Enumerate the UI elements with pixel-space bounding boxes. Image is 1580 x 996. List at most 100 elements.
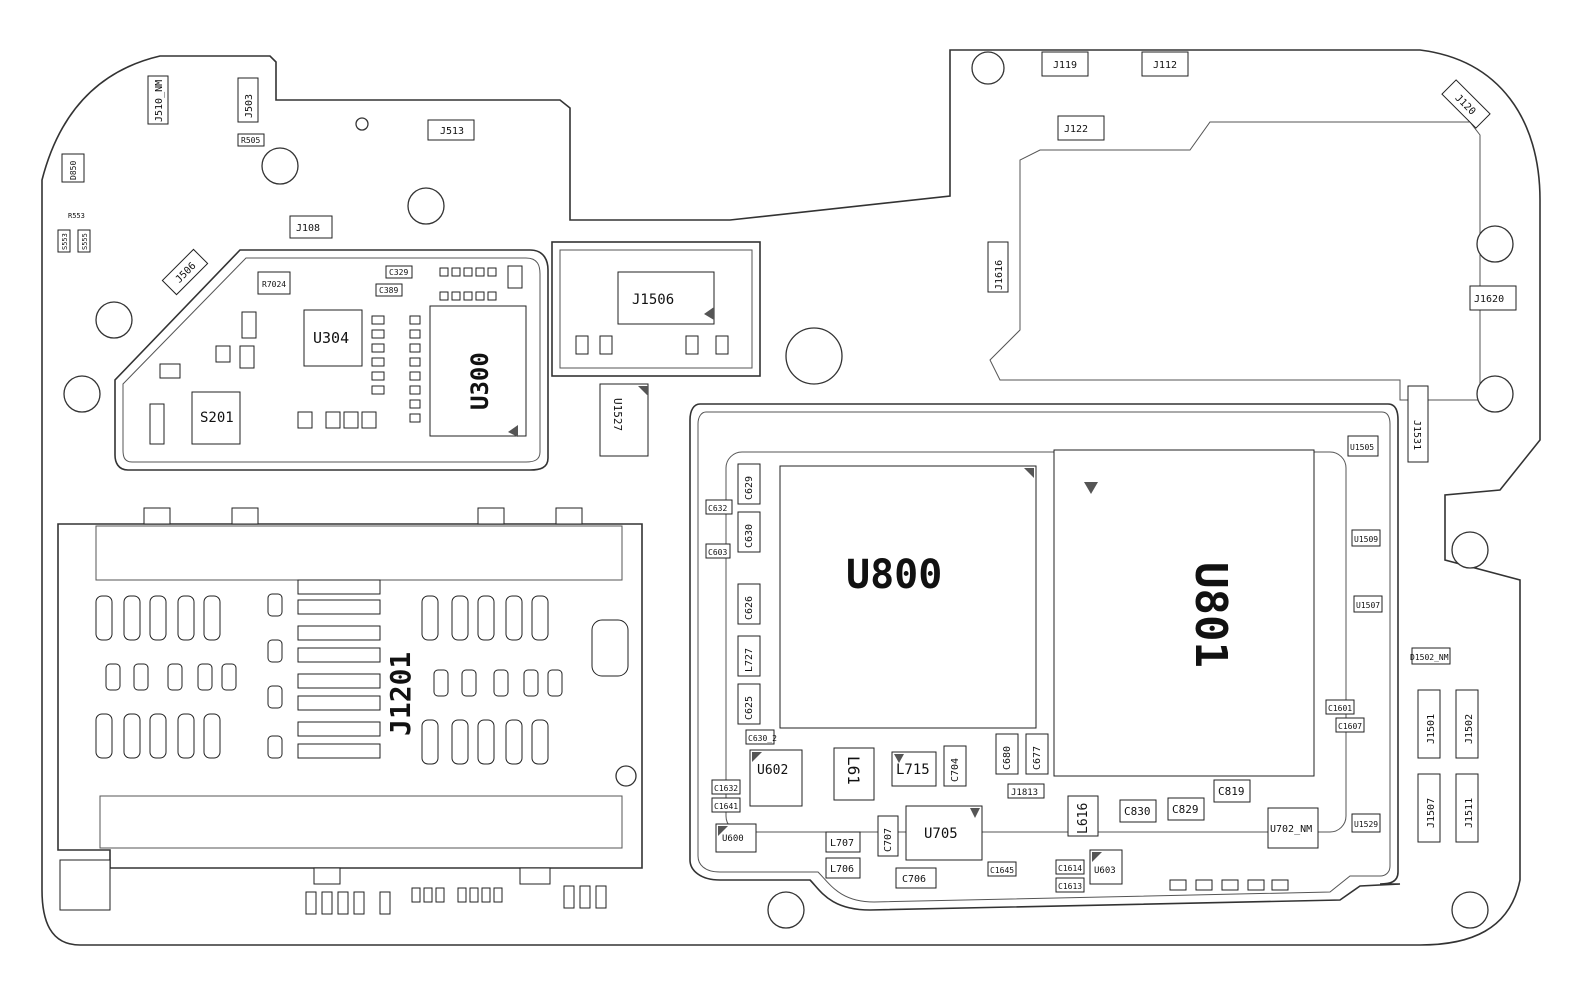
R7024-label: R7024: [262, 280, 286, 289]
J1506-label: J1506: [632, 292, 674, 308]
C329-pad: [385, 265, 413, 279]
J1502-pad: [1455, 689, 1479, 759]
J1511-label: J1511: [1464, 798, 1475, 828]
C629-pad: [737, 463, 761, 505]
mounting-hole: [407, 187, 445, 225]
mounting-hole: [261, 147, 299, 185]
U800-chip: [779, 465, 1037, 729]
C1641-pad: [711, 797, 741, 813]
J1507-pad: [1417, 773, 1441, 843]
U304-label: U304: [313, 329, 349, 347]
shield-inner-left: [122, 257, 541, 463]
J1616-pad: [987, 241, 1009, 293]
U1507-pad: [1353, 595, 1383, 613]
J503-label: J503: [244, 94, 255, 118]
C1630-pad: [745, 729, 775, 745]
J1506-body: [617, 271, 715, 325]
S553-pad: [57, 229, 71, 253]
passive-cluster: [149, 265, 523, 445]
C829-pad: [1167, 797, 1205, 821]
U800-label: U800: [846, 552, 942, 598]
C625-pad: [737, 683, 761, 725]
C1613-label: C1613: [1058, 882, 1082, 891]
L616-label: L616: [1076, 803, 1091, 834]
J1616-label: J1616: [994, 260, 1005, 290]
J112-pad: [1141, 51, 1189, 77]
C706-label: C706: [902, 874, 926, 885]
C630-pad: [737, 511, 761, 553]
R553-label: R553: [68, 212, 85, 220]
L706-pad: [825, 857, 861, 879]
S201-chip: [191, 391, 241, 445]
C1632-label: C1632: [714, 784, 738, 793]
S201-label: S201: [200, 410, 234, 426]
mounting-hole: [355, 117, 369, 131]
C632-pad: [705, 499, 733, 515]
L61-label: L61: [844, 756, 863, 785]
J1506-frame: [551, 241, 761, 377]
J1511-pad: [1455, 773, 1479, 843]
J120-pad: [1441, 79, 1491, 129]
U1505-pad: [1347, 435, 1379, 457]
U304-chip: [303, 309, 363, 367]
C1645-pad: [987, 861, 1017, 877]
J1507-label: J1507: [1426, 798, 1437, 828]
mounting-hole: [767, 891, 805, 929]
board-outline: [41, 49, 1541, 946]
C1607-pad: [1335, 717, 1365, 733]
mounting-hole: [971, 51, 1005, 85]
U1527-chip: [599, 383, 649, 457]
C329-label: C329: [389, 268, 408, 277]
C389-pad: [375, 283, 403, 297]
L61-pad: [833, 747, 875, 801]
C389-label: C389: [379, 286, 398, 295]
J1620-label: J1620: [1474, 294, 1504, 305]
D850-pad: [61, 153, 85, 183]
J513-pad: [427, 119, 475, 141]
C704-label: C704: [950, 758, 961, 782]
U1529-label: U1529: [1354, 820, 1378, 829]
C626-pad: [737, 583, 761, 625]
U602-chip: [749, 749, 803, 807]
C626-label: C626: [744, 596, 755, 620]
J510_NM-label: J510_NM: [154, 80, 165, 122]
R7024-pad: [257, 271, 291, 295]
bottom-passives: [305, 879, 1289, 915]
U801-label: U801: [1185, 562, 1236, 668]
C677-label: C677: [1032, 746, 1043, 770]
C1645-label: C1645: [990, 866, 1014, 875]
U600-label: U600: [722, 834, 744, 844]
J108-label: J108: [296, 223, 320, 234]
U300-chip: [429, 305, 527, 437]
U705-label: U705: [924, 826, 958, 842]
C630-label: C630: [744, 524, 755, 548]
shield-inner-main: [697, 411, 1391, 903]
U1505-label: U1505: [1350, 443, 1374, 452]
D850-label: D850: [69, 161, 78, 180]
L727-pad: [737, 635, 761, 677]
mounting-hole: [785, 327, 843, 385]
J510_NM-pad: [147, 75, 169, 125]
L616-pad: [1067, 795, 1099, 837]
J1501-label: J1501: [1426, 714, 1437, 744]
C830-label: C830: [1124, 805, 1151, 818]
L707-label: L707: [830, 838, 854, 849]
U603-label: U603: [1094, 866, 1116, 876]
U1507-label: U1507: [1356, 601, 1380, 610]
D1502_NM-label: D1502_NM: [1410, 653, 1449, 662]
C819-pad: [1213, 779, 1251, 803]
U1509-label: U1509: [1354, 535, 1378, 544]
C829-label: C829: [1172, 803, 1199, 816]
C603-pad: [705, 543, 731, 559]
C706-pad: [895, 867, 937, 889]
L715-label: L715: [896, 762, 930, 778]
U300-label: U300: [466, 352, 494, 410]
shield-outline-left: [114, 249, 549, 471]
J506-pad: [161, 248, 209, 296]
C1641-label: C1641: [714, 802, 738, 811]
U602-label: U602: [757, 763, 788, 778]
J1620-pad: [1469, 285, 1517, 311]
C632-label: C632: [708, 504, 727, 513]
C625-label: C625: [744, 696, 755, 720]
